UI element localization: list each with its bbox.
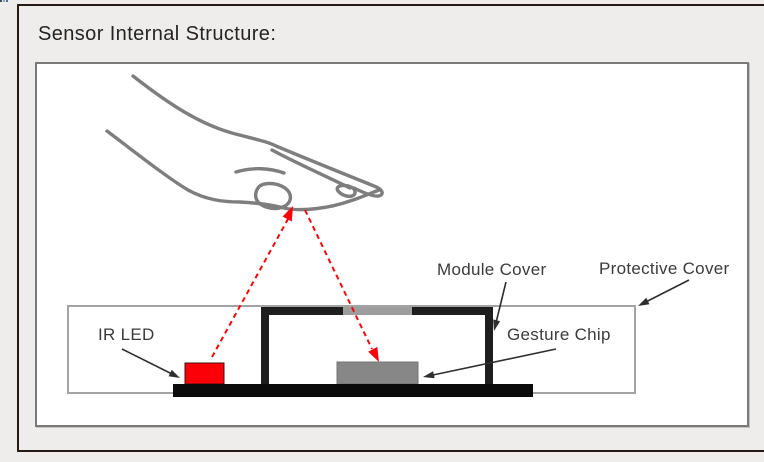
hand-back-contour	[131, 74, 384, 198]
cover-window-shape	[343, 307, 412, 315]
protective-cover-label: Protective Cover	[599, 259, 730, 278]
outer-frame	[17, 4, 764, 452]
module-cover-arrow	[495, 281, 507, 322]
gesture-chip-arrowhead	[423, 371, 435, 379]
module-cover-left-wall	[261, 307, 269, 386]
ir-led-shape	[184, 362, 225, 385]
pcb-shape	[173, 384, 533, 397]
hand-thumb-top	[234, 167, 286, 175]
module-cover-arrowhead	[493, 319, 501, 331]
module-cover-label: Module Cover	[437, 260, 547, 279]
ir-led-arrowhead	[168, 369, 180, 378]
hand-finger-separation	[270, 148, 352, 190]
protective-cover-arrow	[646, 279, 690, 303]
hand-thumb-oval	[253, 181, 293, 211]
ir-led-arrow	[121, 348, 172, 375]
gesture-chip-arrow	[432, 348, 557, 376]
ir-led-label: IR LED	[98, 325, 155, 344]
gesture-chip-shape	[336, 361, 419, 385]
protective-cover-arrowhead	[638, 297, 650, 306]
ir-beam-down-arrow-icon	[304, 209, 379, 362]
page-title: Sensor Internal Structure:	[38, 23, 277, 45]
module-cover-right-wall	[485, 307, 493, 387]
annotation-arrows	[121, 279, 690, 379]
gesture-chip-label: Gesture Chip	[507, 325, 611, 344]
hand-icon	[105, 74, 384, 212]
corner-artifact	[0, 0, 10, 3]
ir-beam-up-arrow-icon	[211, 206, 293, 358]
